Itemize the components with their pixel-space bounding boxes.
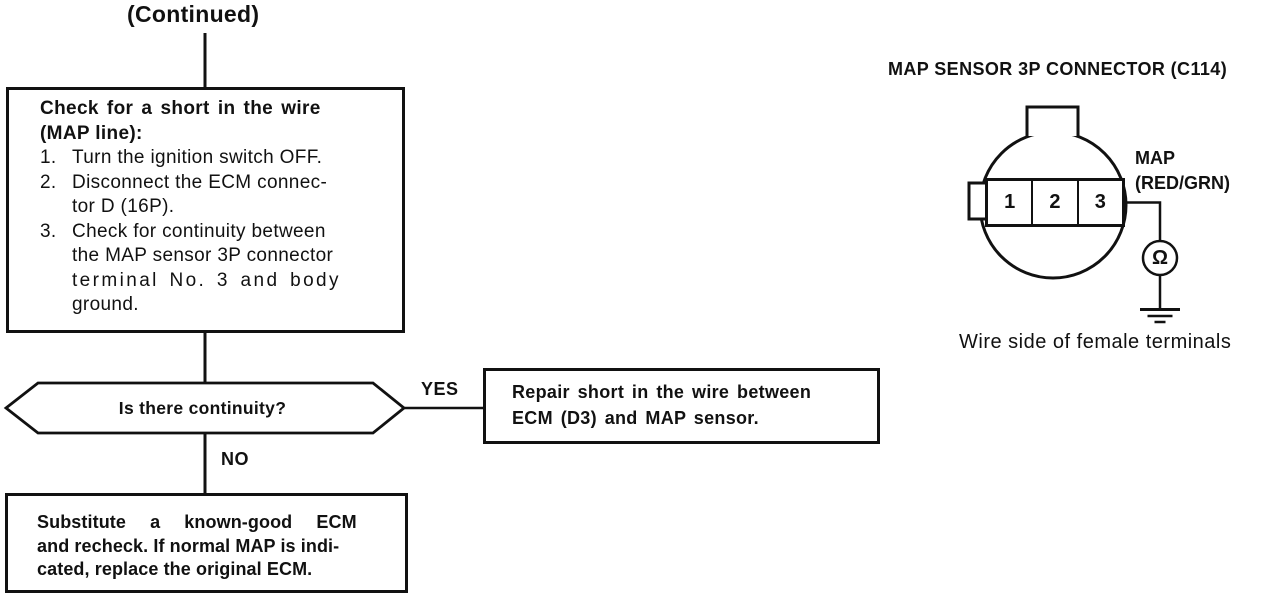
step-box-title-line: Check for a short in the wire bbox=[40, 98, 321, 119]
substitute-box: Substitute a known-good ECM and recheck.… bbox=[5, 493, 408, 593]
step-box: Check for a short in the wire (MAP line)… bbox=[6, 87, 405, 333]
terminal-cell-2: 2 bbox=[1031, 181, 1076, 224]
wire-color-label-line: MAP bbox=[1135, 148, 1175, 168]
step-item-number: 2. bbox=[40, 171, 57, 193]
ground-icon bbox=[1140, 308, 1180, 324]
step-item-number: 1. bbox=[40, 147, 57, 168]
step-box-title-line: (MAP line): bbox=[40, 122, 143, 144]
repair-box-line: ECM (D3) and MAP sensor. bbox=[512, 407, 759, 428]
step-item-1: 1. Turn the ignition switch OFF. bbox=[40, 146, 396, 171]
yes-branch-label: YES bbox=[421, 379, 459, 399]
step-item-text: terminal No. 3 and body bbox=[72, 269, 341, 291]
terminal-cell-1: 1 bbox=[1004, 191, 1016, 213]
decision-question: Is there continuity? bbox=[118, 397, 287, 418]
step-item-text: the MAP sensor 3P connector bbox=[72, 245, 334, 266]
substitute-box-line: cated, replace the original ECM. bbox=[37, 559, 313, 579]
repair-box: Repair short in the wire between ECM (D3… bbox=[483, 368, 880, 444]
connector-diagram-title: MAP SENSOR 3P CONNECTOR (C114) bbox=[888, 59, 1228, 79]
continued-label: (Continued) bbox=[127, 1, 260, 27]
terminal-row: 1 2 3 bbox=[985, 178, 1125, 227]
step-item-text: Check for continuity between bbox=[72, 220, 326, 242]
step-item-text: ground. bbox=[72, 294, 139, 315]
no-branch-label: NO bbox=[221, 449, 249, 469]
wire-side-caption: Wire side of female terminals bbox=[959, 331, 1232, 353]
wire-color-label: MAP (RED/GRN) bbox=[1135, 146, 1230, 196]
step-item-2: 2. Disconnect the ECM connec- bbox=[40, 171, 396, 196]
connector-top-tab bbox=[1025, 105, 1080, 136]
step-item-text: Turn the ignition switch OFF. bbox=[72, 147, 323, 168]
step-item-text: Disconnect the ECM connec- bbox=[72, 171, 328, 193]
repair-box-line: Repair short in the wire between bbox=[512, 382, 812, 402]
step-item-3: 3. Check for continuity between bbox=[40, 220, 396, 245]
step-item-text: tor D (16P). bbox=[72, 196, 175, 217]
ohmmeter-icon: Ω bbox=[1151, 246, 1169, 269]
substitute-box-line: Substitute a known-good ECM bbox=[37, 512, 357, 532]
step-item-number: 3. bbox=[40, 220, 57, 242]
wire-color-label-line: (RED/GRN) bbox=[1135, 173, 1230, 193]
terminal-cell-3: 3 bbox=[1076, 181, 1122, 224]
probe-wire-line bbox=[1124, 201, 1162, 241]
substitute-box-line: and recheck. If normal MAP is indi- bbox=[37, 535, 340, 556]
